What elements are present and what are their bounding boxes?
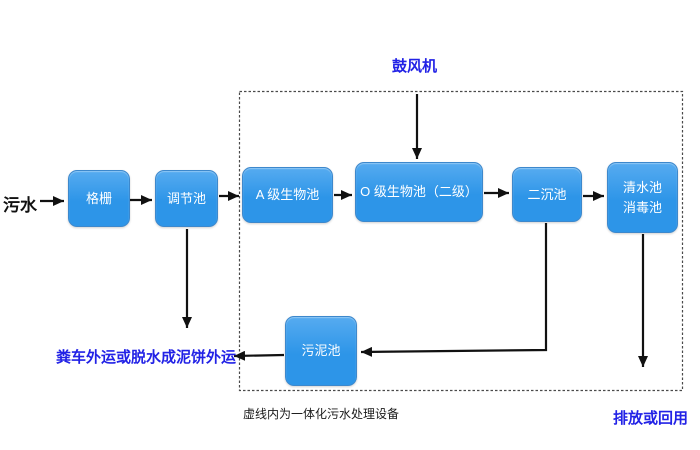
flow-node-a-bio-tank: A 级生物池: [242, 167, 333, 223]
flow-node-sludge-tank-label: 污泥池: [301, 343, 341, 359]
flow-node-regulating-tank: 调节池: [155, 170, 218, 227]
flow-node-disinfection-label: 消毒池: [622, 199, 662, 215]
integrated-equipment-dashed-boundary: [238, 90, 684, 392]
arrow-secondary-to-sludge: [360, 223, 548, 357]
flow-node-grid-label: 格栅: [85, 190, 112, 206]
flow-node-secondary-sedimentation-tank-label: 二沉池: [527, 186, 567, 202]
flow-node-regulating-tank-label: 调节池: [166, 190, 206, 206]
flow-node-secondary-sedimentation-tank: 二沉池: [512, 167, 582, 222]
flow-node-a-bio-tank-label: A 级生物池: [255, 187, 320, 203]
blower-label: 鼓风机: [392, 58, 438, 75]
flow-node-clear-water-disinfection-tank: 清水池 消毒池: [607, 162, 678, 233]
discharge-or-reuse-label: 排放或回用: [613, 410, 689, 427]
sewage-inlet-label: 污水: [3, 196, 37, 215]
arrow-sludge-to-outhaul: [233, 350, 285, 361]
dashed-box-caption: 虚线内为一体化污水处理设备: [243, 407, 400, 421]
flow-node-sludge-tank: 污泥池: [285, 316, 357, 386]
sludge-outhaul-label: 粪车外运或脱水成泥饼外运: [56, 349, 237, 366]
flow-node-o-bio-tank-label: O 级生物池（二级）: [360, 184, 478, 200]
flow-node-clear-water-label: 清水池: [622, 180, 662, 195]
flow-node-o-bio-tank: O 级生物池（二级）: [355, 162, 483, 222]
flow-node-grid: 格栅: [68, 170, 130, 227]
